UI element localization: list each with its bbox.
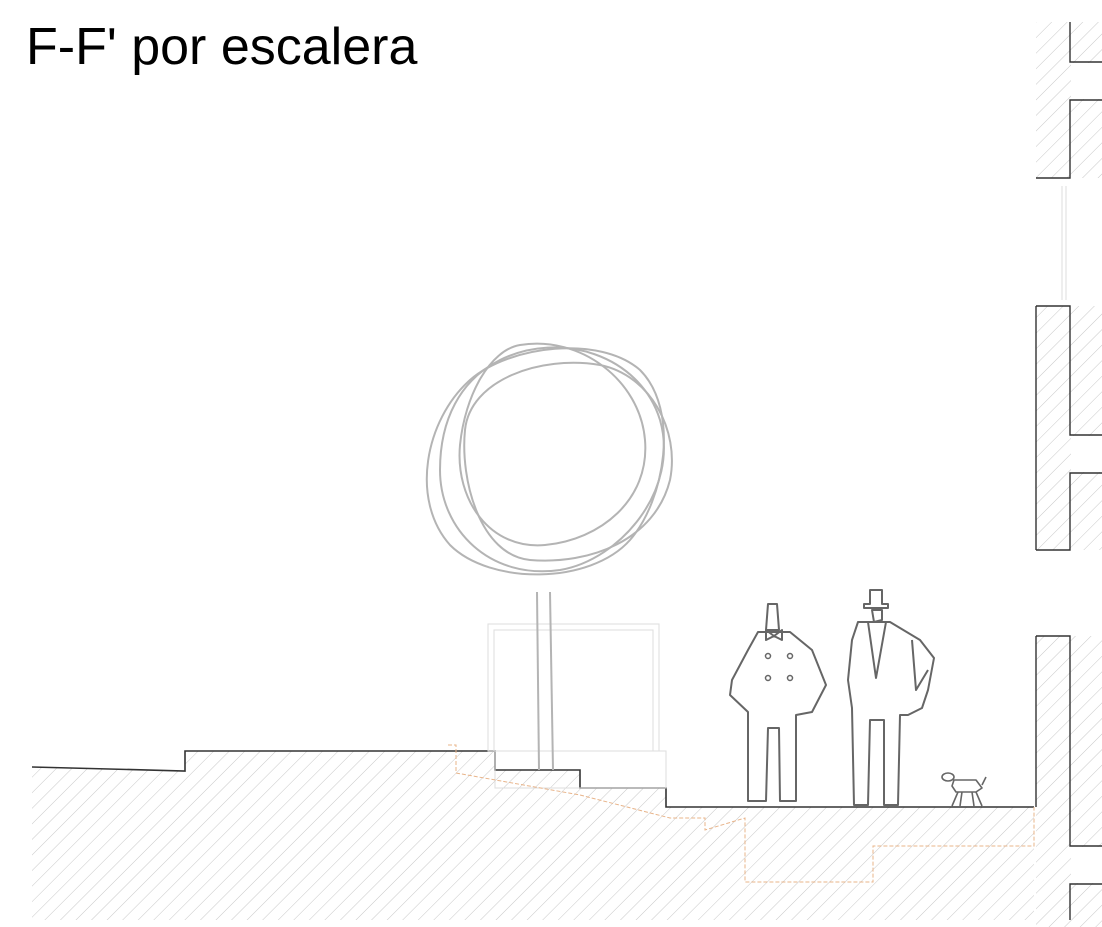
man1-button — [764, 652, 772, 660]
dog-leg — [951, 791, 959, 807]
man1-button — [764, 674, 772, 682]
man-with-bowtie-figure — [729, 603, 827, 802]
wall-outline — [1035, 22, 1102, 920]
dog-body — [951, 779, 983, 793]
tree-trunk-right — [549, 591, 554, 771]
hidden-foundation-line — [448, 744, 1035, 883]
dog-tail — [981, 776, 987, 786]
man1-button — [786, 652, 794, 660]
ground-profile-line — [31, 750, 1034, 808]
drawing-title: F-F' por escalera — [26, 18, 417, 76]
wall-segment-2 — [1036, 306, 1102, 550]
dog-leg — [975, 791, 983, 807]
wall-slab-gap-3 — [1071, 847, 1102, 883]
man2-hat — [863, 589, 889, 609]
planter-box — [487, 623, 667, 789]
planter-outer — [487, 623, 660, 752]
building-wall — [1035, 22, 1102, 927]
man2-lapel — [867, 621, 887, 679]
wall-slab-gap-2 — [1071, 436, 1102, 472]
man1-button — [786, 674, 794, 682]
dog-figure — [941, 772, 987, 807]
man2-body — [847, 621, 935, 806]
ground-hatch-fill — [32, 751, 1034, 920]
tree-canopy-loop-2 — [438, 346, 665, 573]
ground-section — [31, 750, 1034, 920]
tree-canopy-loop-4 — [458, 342, 647, 547]
tree-canopy-loop-3 — [463, 361, 673, 562]
man1-bowtie — [765, 629, 783, 641]
man-with-hat-figure — [847, 589, 935, 806]
wall-slab-gap-1 — [1071, 63, 1102, 99]
man1-head — [765, 603, 780, 631]
tree — [425, 342, 673, 771]
planter-base — [494, 750, 667, 789]
tree-canopy-loop-1 — [425, 347, 665, 576]
man2-arm — [911, 639, 929, 691]
tree-trunk-left — [536, 591, 540, 771]
dog-leg — [971, 791, 975, 807]
man1-body — [729, 631, 827, 802]
dog-leg — [959, 791, 963, 807]
man2-head — [871, 609, 883, 623]
figures — [729, 589, 987, 807]
planter-inner — [493, 629, 654, 752]
dog-head — [941, 772, 955, 782]
